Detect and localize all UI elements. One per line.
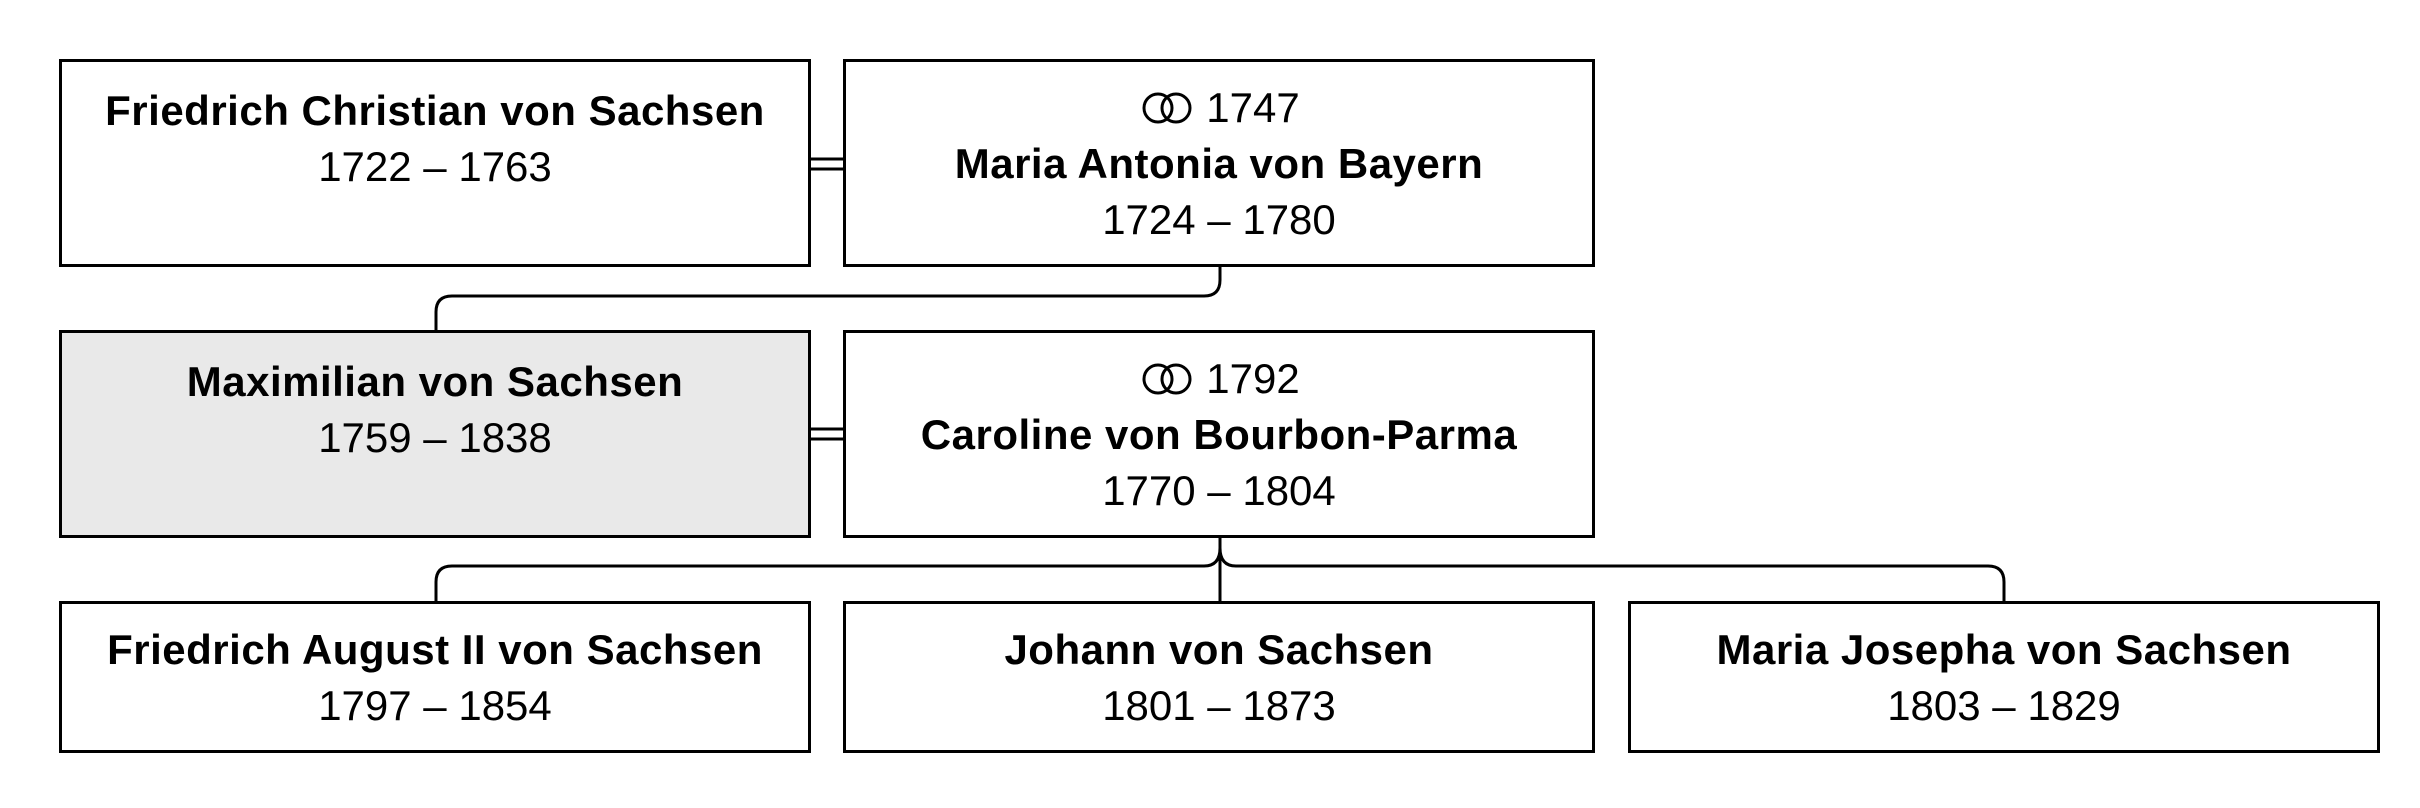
descent-line-parents-to-subject <box>434 266 1222 330</box>
person-years: 1801 – 1873 <box>1102 682 1336 729</box>
person-name: Maximilian von Sachsen <box>186 358 684 405</box>
descent-line-to-child-1 <box>434 547 1222 601</box>
person-years: 1803 – 1829 <box>1887 682 2121 729</box>
person-box-friedrich-christian[interactable]: Friedrich Christian von Sachsen 1722 – 1… <box>59 59 811 267</box>
descent-line-to-children <box>1218 536 2006 601</box>
person-years: 1724 – 1780 <box>1102 196 1336 243</box>
person-name: Friedrich Christian von Sachsen <box>105 87 765 134</box>
marriage-info: 1792 <box>1138 351 1300 407</box>
person-years: 1797 – 1854 <box>318 682 552 729</box>
person-years: 1759 – 1838 <box>318 414 552 461</box>
person-box-caroline[interactable]: 1792 Caroline von Bourbon-Parma 1770 – 1… <box>843 330 1595 538</box>
person-years: 1722 – 1763 <box>318 143 552 190</box>
person-box-johann[interactable]: Johann von Sachsen 1801 – 1873 <box>843 601 1595 753</box>
person-box-friedrich-august-ii[interactable]: Friedrich August II von Sachsen 1797 – 1… <box>59 601 811 753</box>
person-name: Maria Antonia von Bayern <box>954 140 1484 187</box>
person-name: Maria Josepha von Sachsen <box>1716 626 2292 673</box>
wedding-rings-icon <box>1142 363 1192 395</box>
person-box-maximilian[interactable]: Maximilian von Sachsen 1759 – 1838 <box>59 330 811 538</box>
marriage-year: 1792 <box>1206 355 1300 402</box>
person-years: 1770 – 1804 <box>1102 467 1336 514</box>
person-box-maria-josepha[interactable]: Maria Josepha von Sachsen 1803 – 1829 <box>1628 601 2380 753</box>
person-name: Caroline von Bourbon-Parma <box>920 411 1518 458</box>
person-name: Friedrich August II von Sachsen <box>107 626 763 673</box>
wedding-rings-icon <box>1142 92 1192 124</box>
person-name: Johann von Sachsen <box>1004 626 1434 673</box>
person-box-maria-antonia[interactable]: 1747 Maria Antonia von Bayern 1724 – 178… <box>843 59 1595 267</box>
marriage-year: 1747 <box>1206 84 1300 131</box>
marriage-info: 1747 <box>1138 80 1300 136</box>
